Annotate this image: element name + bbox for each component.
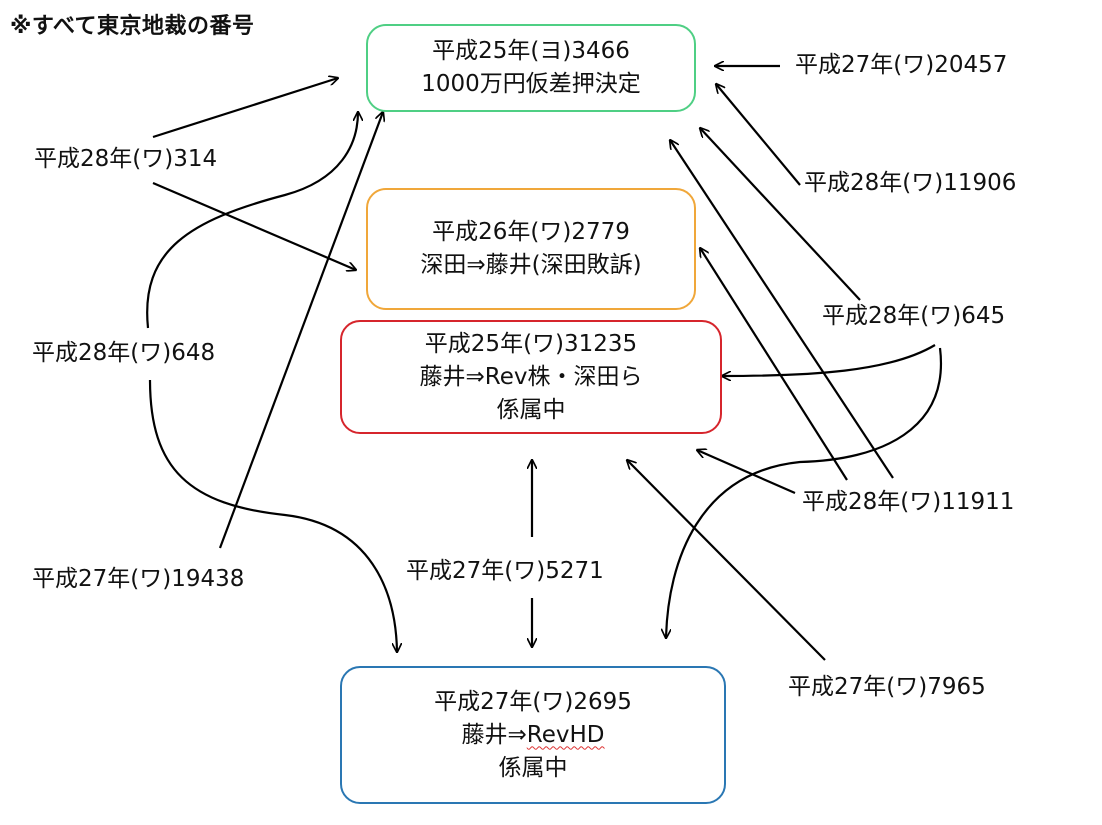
label-case-11906: 平成28年(ワ)11906 bbox=[804, 170, 1017, 196]
arrow-645-to-bottom bbox=[666, 347, 943, 638]
arrow-11911-to-center bbox=[697, 450, 796, 495]
box-top-provisional-attachment: 平成25年(ヨ)3466 1000万円仮差押決定 bbox=[366, 24, 696, 112]
label-case-648: 平成28年(ワ)648 bbox=[32, 340, 216, 366]
note-title: ※すべて東京地裁の番号 bbox=[10, 14, 255, 39]
arrow-645-to-top bbox=[700, 128, 861, 301]
arrow-11911-to-middle bbox=[700, 248, 848, 481]
label-case-314: 平成28年(ワ)314 bbox=[34, 146, 218, 172]
label-case-7965: 平成27年(ワ)7965 bbox=[788, 674, 986, 700]
box-bottom-case-2695: 平成27年(ワ)2695 藤井⇒RevHD 係属中 bbox=[340, 666, 726, 804]
label-case-11911: 平成28年(ワ)11911 bbox=[802, 489, 1015, 515]
box-middle-line2: 深田⇒藤井(深田敗訴) bbox=[420, 252, 642, 278]
label-case-19438: 平成27年(ワ)19438 bbox=[32, 566, 245, 592]
arrow-7965-to-center bbox=[627, 460, 826, 661]
arrow-19438-to-top bbox=[218, 112, 383, 549]
arrow-11911-to-top bbox=[670, 140, 894, 479]
label-case-20457: 平成27年(ワ)20457 bbox=[795, 52, 1008, 78]
label-case-5271: 平成27年(ワ)5271 bbox=[406, 558, 604, 584]
box-middle-case-2779: 平成26年(ワ)2779 深田⇒藤井(深田敗訴) bbox=[366, 188, 696, 310]
arrow-648-to-bottom bbox=[148, 379, 397, 652]
arrow-314-to-middle bbox=[152, 181, 356, 270]
label-case-645: 平成28年(ワ)645 bbox=[822, 303, 1006, 329]
box-top-line2: 1000万円仮差押決定 bbox=[421, 71, 641, 97]
box-bottom-line3: 係属中 bbox=[498, 754, 568, 781]
box-center-line1: 平成25年(ワ)31235 bbox=[424, 330, 638, 357]
arrow-648-to-top bbox=[146, 112, 358, 329]
box-center-case-31235: 平成25年(ワ)31235 藤井⇒Rev株・深田ら 係属中 bbox=[340, 320, 722, 434]
box-bottom-line1: 平成27年(ワ)2695 bbox=[434, 688, 632, 715]
box-top-line1: 平成25年(ヨ)3466 bbox=[432, 38, 630, 64]
box-bottom-line2: 藤井⇒RevHD bbox=[462, 719, 605, 752]
box-bottom-line2-revhd: RevHD bbox=[526, 721, 605, 748]
box-bottom-line2-prefix: 藤井⇒ bbox=[461, 721, 527, 748]
box-middle-line1: 平成26年(ワ)2779 bbox=[432, 219, 630, 245]
arrow-314-to-top bbox=[152, 78, 338, 139]
arrow-645-to-center bbox=[722, 344, 936, 376]
box-center-line3: 係属中 bbox=[496, 396, 566, 423]
arrow-11906-to-top bbox=[716, 84, 801, 186]
box-center-line2: 藤井⇒Rev株・深田ら bbox=[419, 363, 643, 390]
